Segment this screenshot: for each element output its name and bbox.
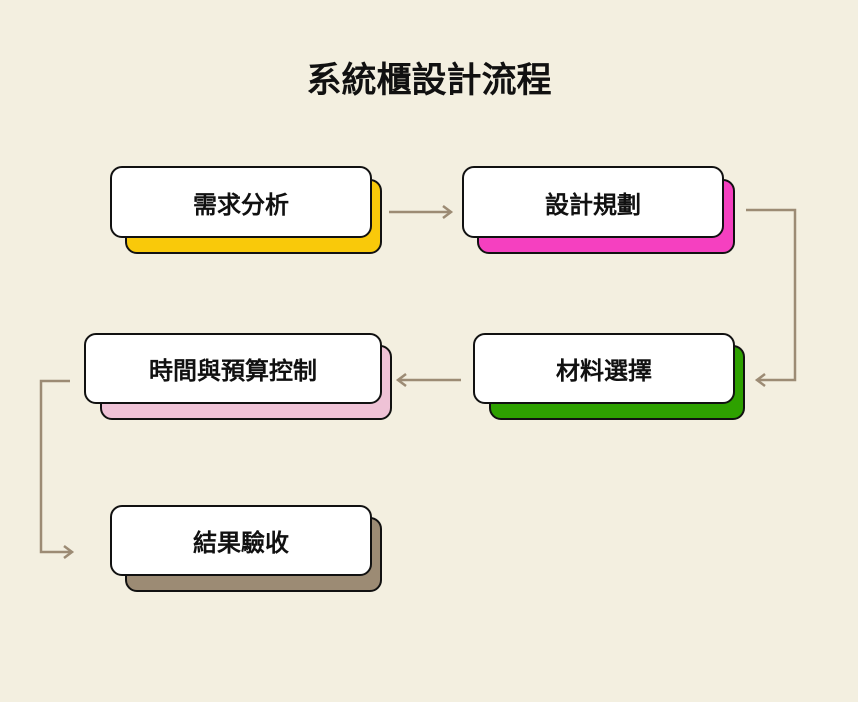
arrow-3-to-4	[395, 373, 461, 387]
step-label: 設計規劃	[545, 190, 641, 219]
step-1-requirements: 需求分析	[110, 166, 372, 238]
step-2-design: 設計規劃	[462, 166, 724, 238]
step-5-acceptance: 結果驗收	[110, 505, 372, 576]
diagram-title: 系統櫃設計流程	[306, 61, 552, 101]
arrow-1-to-2	[389, 205, 454, 219]
step-label: 材料選擇	[556, 357, 652, 385]
step-4-time-budget: 時間與預算控制	[84, 333, 382, 404]
arrow-2-to-3	[746, 208, 797, 387]
arrow-4-to-5	[39, 379, 75, 559]
step-label: 時間與預算控制	[149, 357, 317, 385]
step-label: 結果驗收	[193, 529, 289, 557]
step-3-materials: 材料選擇	[473, 333, 735, 404]
step-label: 需求分析	[193, 190, 289, 219]
